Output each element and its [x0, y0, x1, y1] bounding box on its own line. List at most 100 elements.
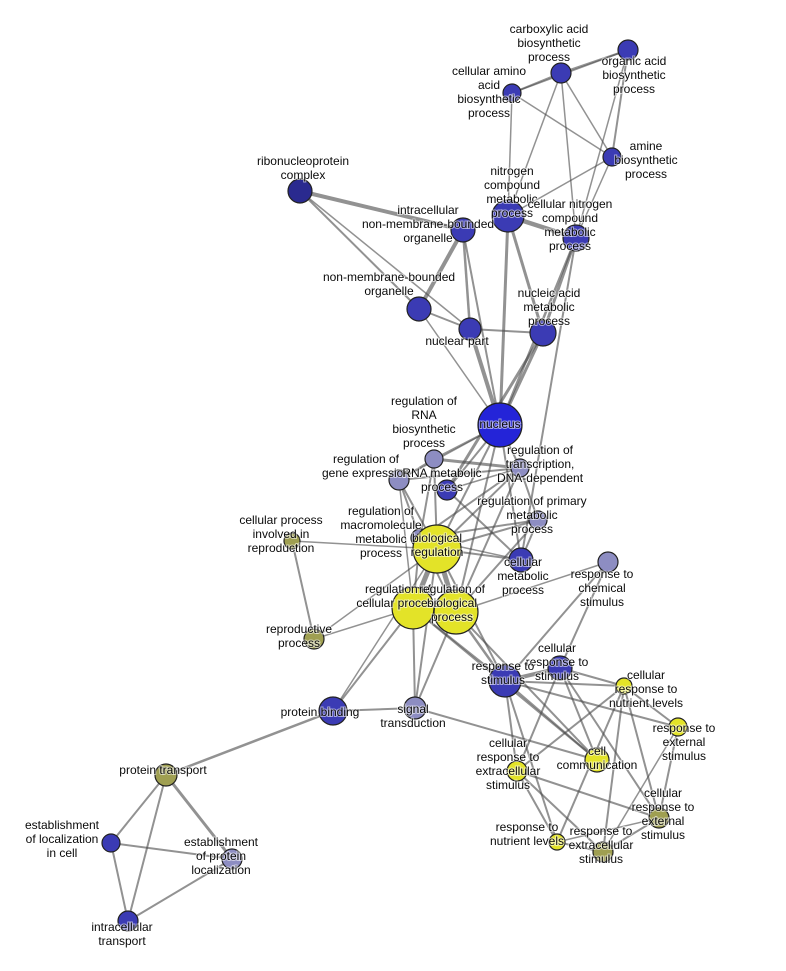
graph-edge	[602, 817, 660, 853]
graph-node-organic_acid[interactable]	[617, 39, 639, 61]
graph-node-reg_gene_expression[interactable]	[388, 469, 410, 491]
graph-node-cellular_response_nutrient[interactable]	[615, 677, 633, 695]
graph-edge	[446, 489, 522, 561]
graph-node-response_external[interactable]	[668, 717, 688, 737]
graph-edge	[461, 229, 472, 330]
graph-node-reg_biological[interactable]	[433, 589, 479, 635]
graph-node-intracellular_organelle[interactable]	[450, 217, 476, 243]
graph-edge	[417, 229, 465, 310]
graph-node-nucleus[interactable]	[477, 402, 523, 448]
graph-node-rna_metabolic[interactable]	[436, 479, 458, 501]
graph-edge	[499, 424, 522, 561]
graph-edge	[504, 680, 598, 761]
graph-node-response_stimulus[interactable]	[488, 664, 522, 698]
graph-node-establishment_localization_cell[interactable]	[101, 833, 121, 853]
graph-node-cellular_response_external[interactable]	[648, 807, 670, 829]
graph-node-reproductive_process[interactable]	[303, 628, 325, 650]
graph-node-cellular_amino[interactable]	[502, 83, 522, 103]
graph-edge	[498, 215, 510, 426]
graph-node-ribonucleoprotein[interactable]	[287, 178, 313, 204]
graph-node-protein_binding[interactable]	[318, 696, 348, 726]
graph-edge	[419, 458, 435, 539]
graph-edge	[313, 548, 438, 640]
graph-node-amine[interactable]	[602, 147, 622, 167]
graph-node-cellular_metabolic[interactable]	[508, 547, 534, 573]
graph-node-carboxylic[interactable]	[550, 62, 572, 84]
graph-node-reg_rna_biosynthetic[interactable]	[424, 449, 444, 469]
graph-edge	[414, 548, 438, 709]
graph-edge	[504, 561, 609, 682]
graph-node-biological_regulation[interactable]	[412, 524, 462, 574]
graph-edge	[611, 49, 629, 158]
graph-node-nitrogen_compound[interactable]	[491, 199, 525, 233]
graph-edge	[556, 817, 660, 843]
graph-edge	[433, 457, 521, 470]
graph-edge	[291, 540, 315, 640]
graph-edge	[516, 770, 660, 819]
node-label-protein_transport: protein transport	[119, 763, 207, 777]
graph-edge	[602, 685, 625, 853]
graph-edge	[507, 92, 513, 217]
graph-node-intracellular_transport[interactable]	[117, 910, 139, 932]
graph-node-response_extracellular[interactable]	[592, 841, 614, 863]
graph-node-nucleic_acid[interactable]	[529, 319, 557, 347]
graph-node-reg_transcription[interactable]	[510, 458, 530, 478]
node-label-protein_binding: protein binding	[281, 705, 360, 719]
graph-node-cellular_response_extracellular[interactable]	[506, 760, 528, 782]
graph-edge	[560, 72, 613, 158]
graph-node-cellular_response_stimulus[interactable]	[547, 655, 573, 681]
graph-node-reg_primary[interactable]	[528, 510, 548, 530]
graph-edge	[455, 561, 609, 613]
graph-edge	[516, 667, 561, 772]
graph-edge	[332, 548, 438, 712]
graph-edge	[127, 858, 233, 922]
graph-node-signal_transduction[interactable]	[403, 696, 427, 720]
graph-edge	[504, 680, 558, 843]
graph-node-cell_communication[interactable]	[584, 747, 610, 773]
graph-edge	[299, 189, 464, 232]
graph-node-nuclear_part[interactable]	[458, 317, 482, 341]
graph-edge	[504, 680, 625, 687]
graph-edge	[506, 215, 545, 334]
graph-edge	[520, 237, 577, 561]
graph-node-response_chemical[interactable]	[597, 551, 619, 573]
node-label-nucleus: nucleus	[479, 417, 520, 431]
graph-node-cellular_process_reproduction[interactable]	[283, 532, 301, 550]
graph-edge	[110, 842, 129, 922]
graph-node-protein_transport[interactable]	[154, 763, 178, 787]
graph-node-cellular_nitrogen[interactable]	[562, 224, 590, 252]
graph-node-nmb_organelle[interactable]	[406, 296, 432, 322]
graph-edge	[511, 92, 613, 158]
graph-edge	[516, 685, 625, 772]
graph-edge	[164, 774, 234, 860]
graph-edge	[446, 467, 521, 491]
graph-node-response_nutrient[interactable]	[548, 833, 566, 851]
graph-edge	[110, 842, 233, 860]
graph-edge	[516, 770, 558, 843]
graph-node-establishment_protein_localization[interactable]	[221, 848, 243, 870]
